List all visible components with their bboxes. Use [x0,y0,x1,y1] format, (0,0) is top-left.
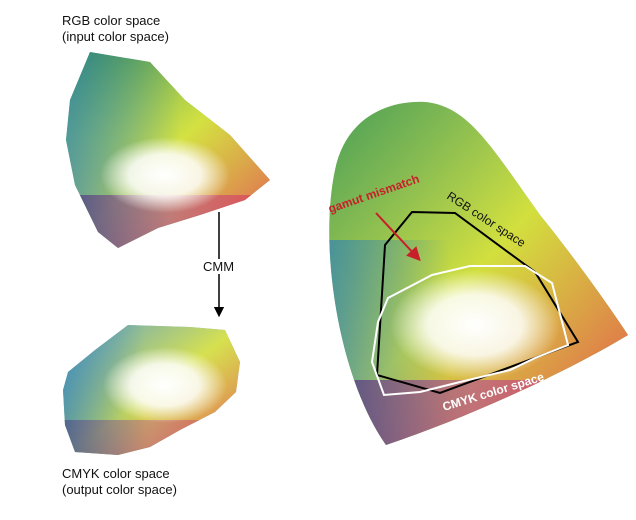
cmyk-gamut-blob [63,325,240,455]
rgb-color-space-caption: RGB color space (input color space) [62,13,169,45]
cmyk-gamut-outline [370,265,570,397]
rgb-gamut-outline [375,210,580,395]
cmm-label: CMM [201,259,237,274]
rgb-gamut-blob [66,52,270,248]
cmyk-caption-line2: (output color space) [62,482,177,497]
rgb-caption-line2: (input color space) [62,29,169,44]
cmyk-caption-line1: CMYK color space [62,466,170,481]
rgb-caption-line1: RGB color space [62,13,161,28]
gamut-mismatch-arrow [375,212,421,262]
cmyk-color-space-caption: CMYK color space (output color space) [62,466,177,498]
